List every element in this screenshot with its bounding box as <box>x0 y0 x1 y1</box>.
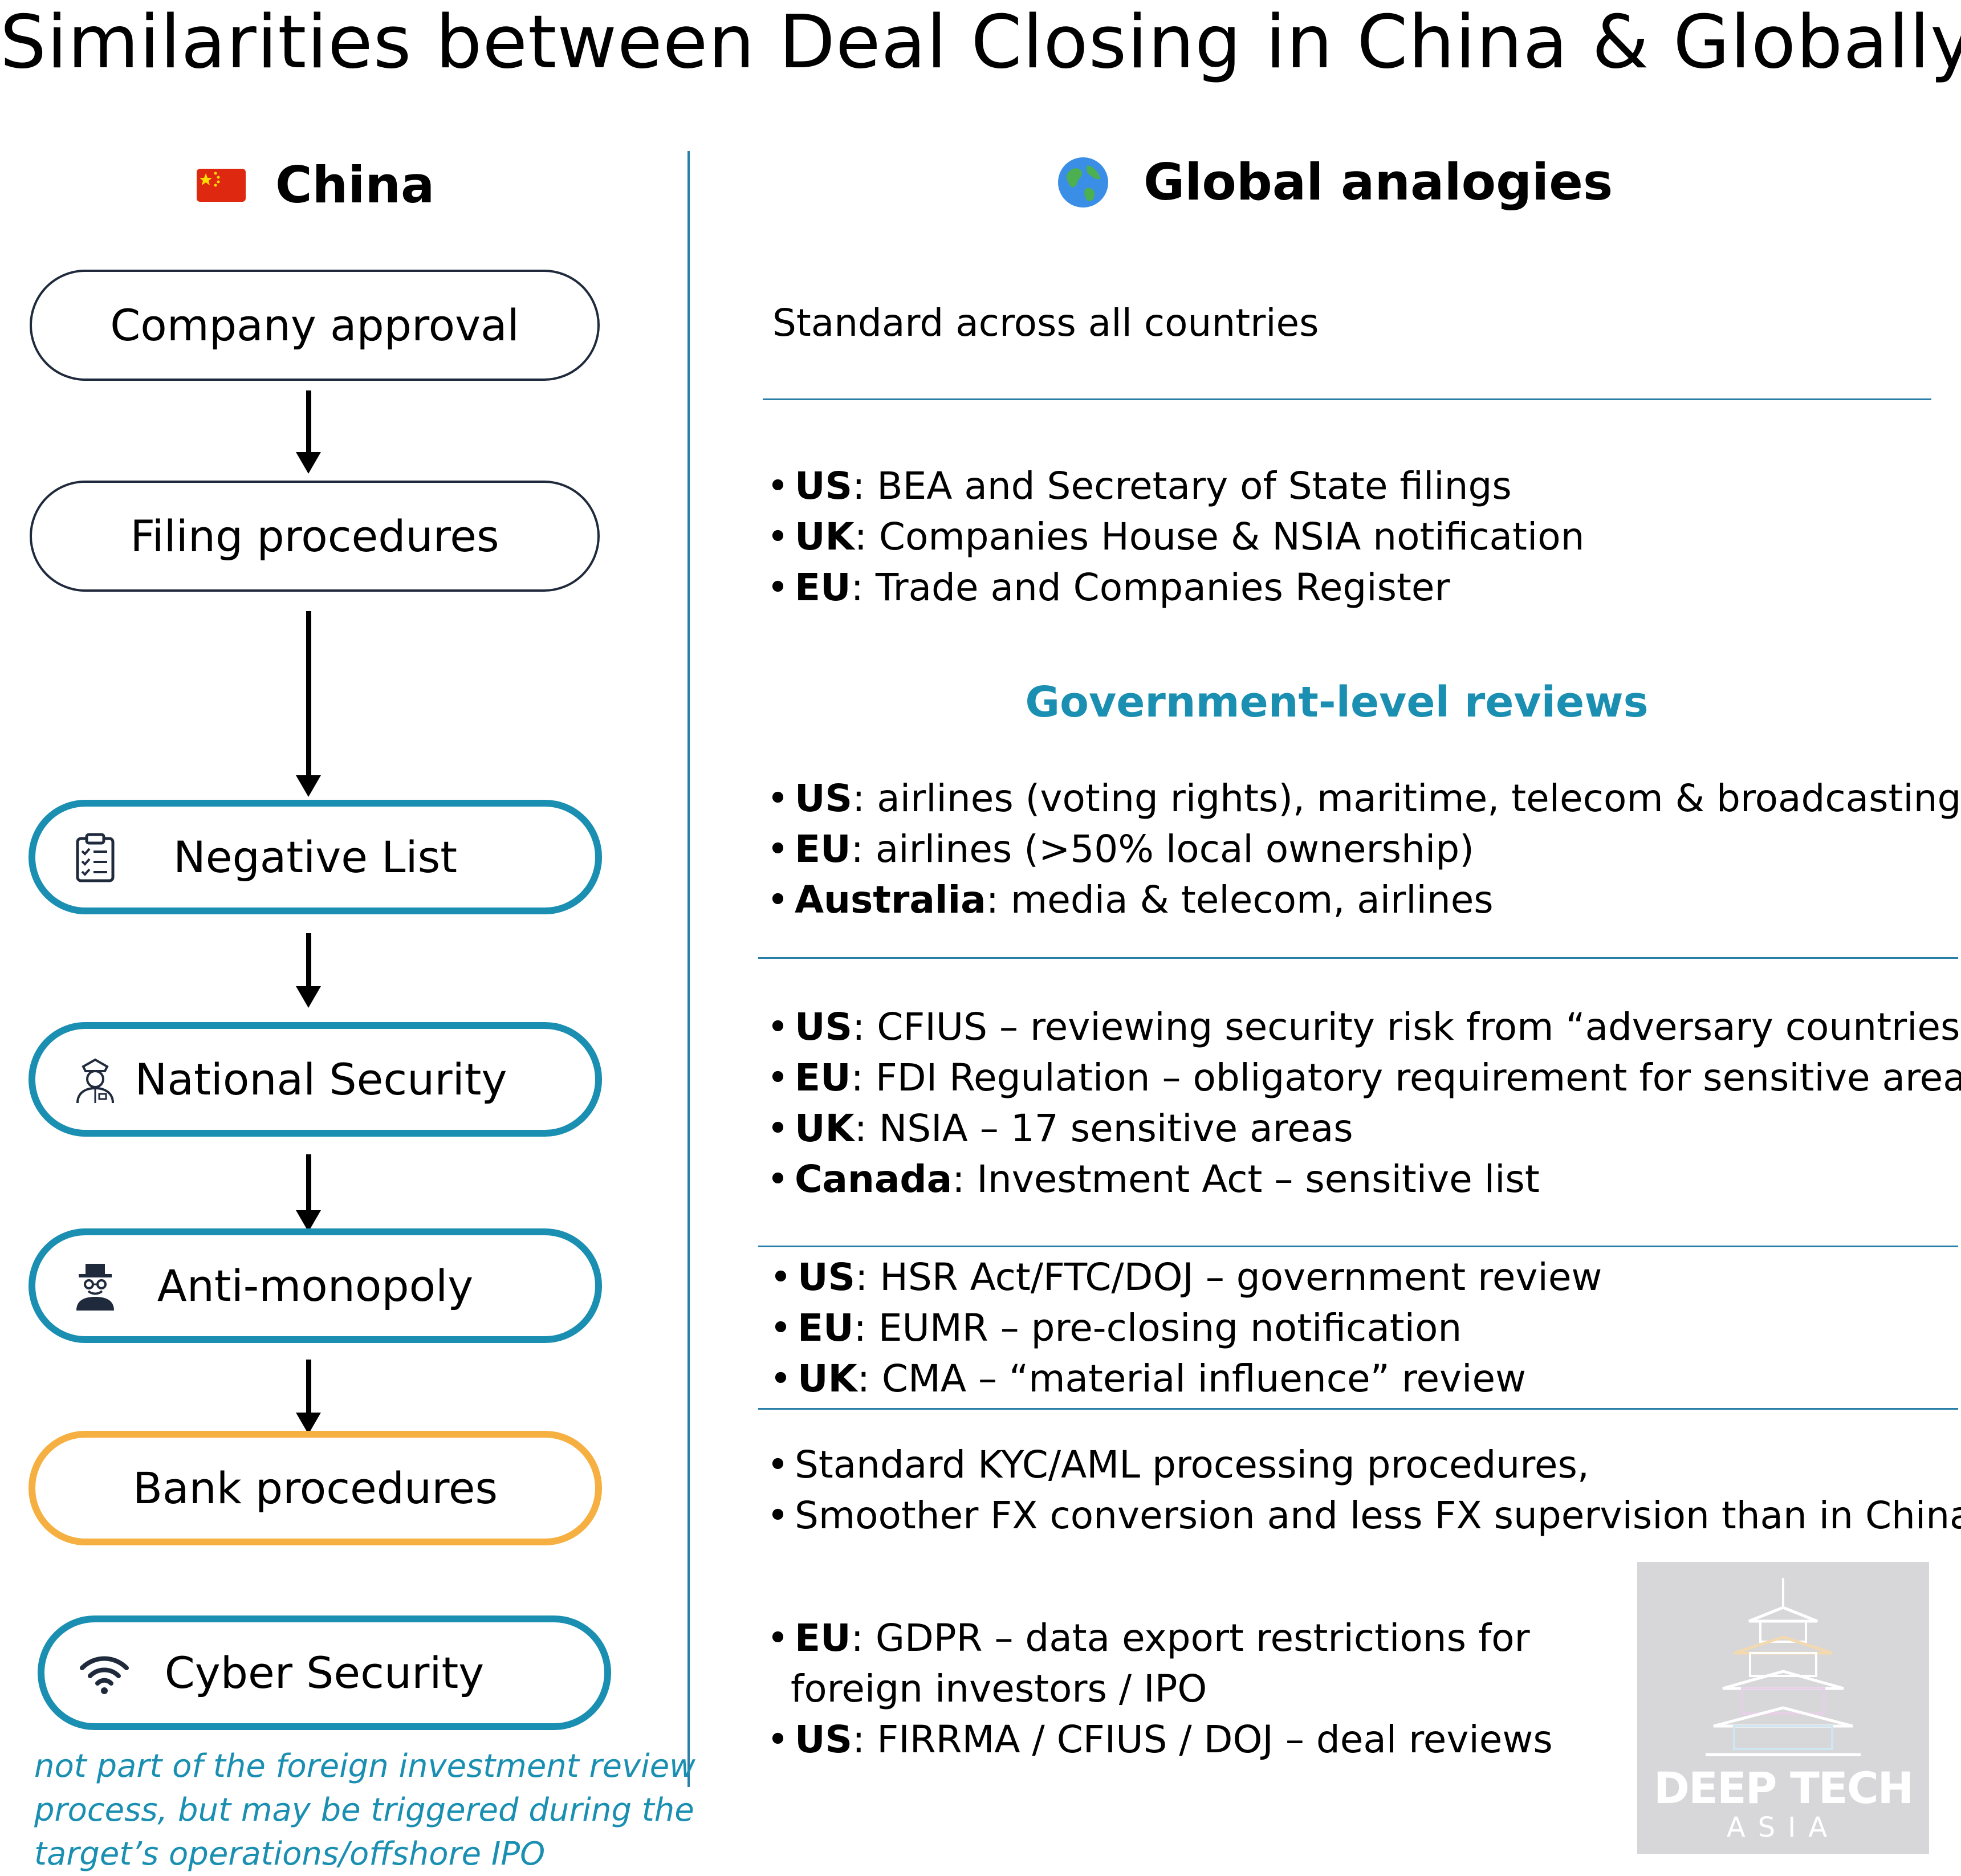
list-item-continuation: foreign investors / IPO <box>791 1667 1207 1711</box>
spy-icon <box>76 1263 114 1311</box>
pagoda-icon <box>1706 1578 1861 1756</box>
list-item: EU: EUMR – pre-closing notification <box>770 1303 1602 1353</box>
national-security-analogies: US: CFIUS – reviewing security risk from… <box>767 1002 1961 1204</box>
list-item: US: BEA and Secretary of State filings <box>767 461 1584 511</box>
section-divider <box>763 398 1931 400</box>
list-item: US: CFIUS – reviewing security risk from… <box>767 1002 1961 1052</box>
company-approval-analogy: Standard across all countries <box>772 301 1319 345</box>
list-item: US: HSR Act/FTC/DOJ – government review <box>770 1252 1602 1303</box>
step-filing-procedures: Filing procedures <box>30 481 600 592</box>
section-divider <box>758 1246 1958 1247</box>
flow-arrow-line <box>306 933 311 987</box>
logo-sub: ASIA <box>1726 1812 1840 1844</box>
list-item: EU: GDPR – data export restrictions for <box>767 1613 1553 1663</box>
flow-arrow-line <box>306 1360 311 1414</box>
list-item: Smoother FX conversion and less FX super… <box>767 1490 1961 1541</box>
list-item: UK: CMA – “material influence” review <box>770 1353 1602 1404</box>
list-item: US: airlines (voting rights), maritime, … <box>767 773 1961 824</box>
clipboard-checklist-icon <box>76 833 115 882</box>
step-label: Bank procedures <box>132 1463 498 1513</box>
cyber-note: not part of the foreign investment revie… <box>34 1744 695 1876</box>
flow-arrow-head <box>296 452 321 474</box>
step-label: National Security <box>135 1054 507 1105</box>
step-label: Negative List <box>173 832 458 882</box>
list-item: UK: Companies House & NSIA notification <box>767 511 1584 562</box>
list-item: Canada: Investment Act – sensitive list <box>767 1154 1961 1204</box>
list-item: EU: FDI Regulation – obligatory requirem… <box>767 1052 1961 1103</box>
gov-reviews-heading: Government-level reviews <box>1025 678 1649 727</box>
page-title: Similarities between Deal Closing in Chi… <box>0 0 1961 85</box>
security-officer-icon <box>76 1058 114 1103</box>
flow-arrow-line <box>306 1154 311 1211</box>
china-heading: China <box>197 157 434 214</box>
step-cyber-security: Cyber Security <box>38 1615 611 1730</box>
logo-brand: DEEP TECH <box>1653 1763 1914 1813</box>
global-heading-label: Global analogies <box>1144 153 1613 211</box>
flow-arrow-line <box>306 611 311 776</box>
china-heading-label: China <box>275 156 435 214</box>
step-label: Anti-monopoly <box>157 1260 474 1311</box>
step-label: Filing procedures <box>130 511 499 561</box>
list-item: EU: airlines (>50% local ownership) <box>767 824 1961 874</box>
flow-arrow-head <box>296 1210 321 1232</box>
step-label: Company approval <box>110 300 519 351</box>
cyber-analogies: EU: GDPR – data export restrictions for … <box>767 1613 1553 1765</box>
flow-arrow-head <box>296 986 321 1008</box>
column-divider <box>687 151 690 1787</box>
step-bank-procedures: Bank procedures <box>29 1431 602 1545</box>
globe-icon <box>1058 157 1108 207</box>
list-item: EU: Trade and Companies Register <box>767 562 1584 613</box>
section-divider <box>758 1408 1958 1410</box>
step-anti-monopoly: Anti-monopoly <box>29 1228 602 1343</box>
bank-analogies: Standard KYC/AML processing procedures, … <box>767 1439 1961 1541</box>
flow-arrow-head <box>296 1413 321 1434</box>
deep-tech-asia-logo: DEEP TECH ASIA <box>1637 1562 1929 1854</box>
step-national-security: National Security <box>29 1022 602 1137</box>
list-item: US: FIRRMA / CFIUS / DOJ – deal reviews <box>767 1714 1553 1765</box>
negative-list-analogies: US: airlines (voting rights), maritime, … <box>767 773 1961 925</box>
note-line: process, but may be triggered during the <box>34 1792 694 1829</box>
flow-arrow-head <box>296 775 321 797</box>
global-heading: Global analogies <box>1056 154 1613 211</box>
step-company-approval: Company approval <box>30 270 600 381</box>
step-negative-list: Negative List <box>29 800 602 914</box>
list-item: UK: NSIA – 17 sensitive areas <box>767 1103 1961 1154</box>
filing-analogies: US: BEA and Secretary of State filings U… <box>767 461 1584 613</box>
list-item: Australia: media & telecom, airlines <box>767 874 1961 925</box>
step-label: Cyber Security <box>164 1647 485 1698</box>
anti-monopoly-analogies: US: HSR Act/FTC/DOJ – government review … <box>770 1252 1602 1404</box>
flow-arrow-line <box>306 390 311 453</box>
note-line: not part of the foreign investment revie… <box>34 1748 695 1785</box>
list-item: Standard KYC/AML processing procedures, <box>767 1439 1961 1490</box>
wifi-icon <box>80 1656 129 1694</box>
section-divider <box>758 957 1958 959</box>
note-line: target’s operations/offshore IPO <box>34 1836 546 1873</box>
china-flag-icon <box>197 169 246 202</box>
